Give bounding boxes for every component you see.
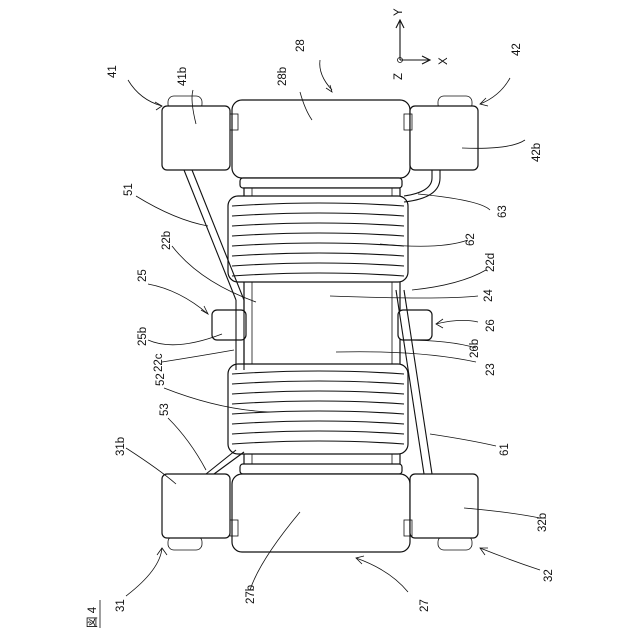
label-22d: 22d	[485, 253, 497, 272]
label-23: 23	[485, 363, 497, 376]
terminal-42	[404, 96, 478, 170]
label-41: 41	[107, 65, 119, 78]
label-26b: 26b	[469, 339, 481, 358]
label-27b: 27b	[245, 585, 257, 604]
label-24: 24	[483, 289, 495, 302]
label-53: 53	[159, 403, 171, 416]
terminal-32	[404, 474, 478, 550]
label-63: 63	[497, 205, 509, 218]
label-41b: 41b	[177, 67, 189, 86]
top-flange-28	[232, 100, 410, 188]
label-62: 62	[465, 233, 477, 246]
label-27: 27	[419, 599, 431, 612]
figure-label-text: 図 4	[86, 606, 99, 628]
label-25b: 25b	[137, 327, 149, 346]
bottom-flange-27	[232, 464, 410, 552]
label-61: 61	[499, 443, 511, 456]
label-31b: 31b	[115, 437, 127, 456]
label-52: 52	[155, 373, 167, 386]
terminal-31	[162, 474, 238, 550]
terminal-41	[162, 96, 238, 170]
label-26: 26	[485, 319, 497, 332]
label-28b: 28b	[277, 67, 289, 86]
axis-y-label: Y	[393, 8, 405, 16]
label-25: 25	[137, 269, 149, 282]
label-22c: 22c	[153, 353, 165, 372]
label-51: 51	[123, 183, 135, 196]
wire-63	[404, 170, 440, 202]
axis-x-label: X	[438, 57, 450, 65]
label-22b: 22b	[161, 231, 173, 250]
axis-indicator: Y X Z	[393, 8, 450, 80]
lower-coil-52	[228, 364, 408, 454]
upper-coil-62	[228, 196, 408, 282]
axis-z-label: Z	[393, 73, 405, 80]
label-28: 28	[295, 39, 307, 52]
label-31: 31	[115, 599, 127, 612]
label-42b: 42b	[531, 143, 543, 162]
label-32: 32	[543, 569, 555, 582]
figure-label: 図 4	[86, 600, 100, 628]
label-42: 42	[511, 43, 523, 56]
label-32b: 32b	[537, 513, 549, 532]
